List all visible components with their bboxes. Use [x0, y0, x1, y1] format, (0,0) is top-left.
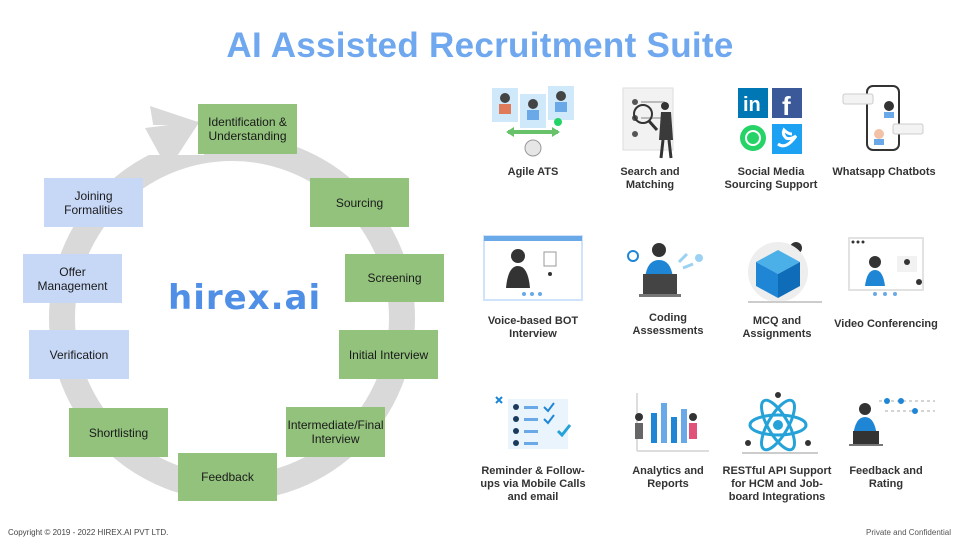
stage-feedback: Feedback [178, 453, 277, 501]
ats-icon [492, 86, 574, 157]
stage-initial-interview: Initial Interview [339, 330, 438, 379]
video-call-icon [848, 237, 924, 296]
hirex-logo: hirex.ai [168, 278, 322, 318]
social-media-icon: in f [738, 88, 802, 154]
feature-label: Agile ATS [507, 166, 559, 178]
feature-restful-api: RESTful API Support for HCM and Job-boar… [722, 387, 832, 504]
stage-joining-formalities: Joining Formalities [44, 178, 143, 227]
stage-offer-management: Offer Management [23, 254, 122, 303]
feature-label: Coding Assessments [632, 312, 704, 337]
feature-label: Reminder & Follow-ups via Mobile Calls a… [480, 465, 586, 503]
feature-label: Whatsapp Chatbots [832, 166, 936, 178]
analytics-chart-icon [635, 393, 709, 452]
coding-laptop-icon [627, 243, 703, 297]
feature-label: Feedback and Rating [849, 465, 923, 490]
feature-whatsapp-chatbots: Whatsapp Chatbots [829, 84, 939, 179]
cube-icon [748, 242, 822, 303]
feature-label: RESTful API Support for HCM and Job-boar… [722, 465, 832, 503]
copyright-text: Copyright © 2019 - 2022 HIREX.AI PVT LTD… [8, 528, 169, 537]
feature-label: Analytics and Reports [632, 465, 704, 490]
feature-video-conferencing: Video Conferencing [831, 234, 941, 331]
feature-label: Search and Matching [620, 166, 680, 191]
stage-screening: Screening [345, 254, 444, 302]
feature-label: Voice-based BOT Interview [487, 315, 579, 340]
checklist-icon [495, 396, 572, 449]
feature-mcq: MCQ and Assignments [722, 234, 832, 341]
stage-verification: Verification [29, 330, 129, 379]
api-atom-icon [742, 392, 818, 454]
feature-search-matching: Search and Matching [595, 84, 705, 192]
feature-analytics: Analytics and Reports [613, 387, 723, 491]
svg-text:in: in [743, 94, 761, 116]
feature-voice-bot: Voice-based BOT Interview [478, 234, 588, 341]
stage-shortlisting: Shortlisting [69, 408, 168, 457]
svg-text:f: f [782, 91, 791, 121]
feedback-rating-icon [849, 398, 935, 446]
feature-reminders: Reminder & Follow-ups via Mobile Calls a… [478, 387, 588, 504]
stage-identification: Identification & Understanding [198, 104, 297, 154]
feature-coding-assessments: Coding Assessments [613, 234, 723, 338]
feature-label: MCQ and Assignments [742, 315, 812, 340]
feature-social-media: in f Social Media Sourcing Support [716, 84, 826, 192]
feature-agile-ats: Agile ATS [478, 84, 588, 179]
search-person-icon [622, 87, 674, 159]
confidential-text: Private and Confidential [866, 528, 951, 537]
stage-sourcing: Sourcing [310, 178, 409, 227]
feature-label: Social Media Sourcing Support [724, 166, 818, 191]
voice-bot-icon [483, 235, 583, 301]
page-title: AI Assisted Recruitment Suite [226, 26, 734, 65]
chatbot-phone-icon [842, 85, 924, 151]
feature-label: Video Conferencing [834, 318, 938, 330]
stage-final-interview: Intermediate/Final Interview [286, 407, 385, 457]
feature-feedback-rating: Feedback and Rating [831, 387, 941, 491]
